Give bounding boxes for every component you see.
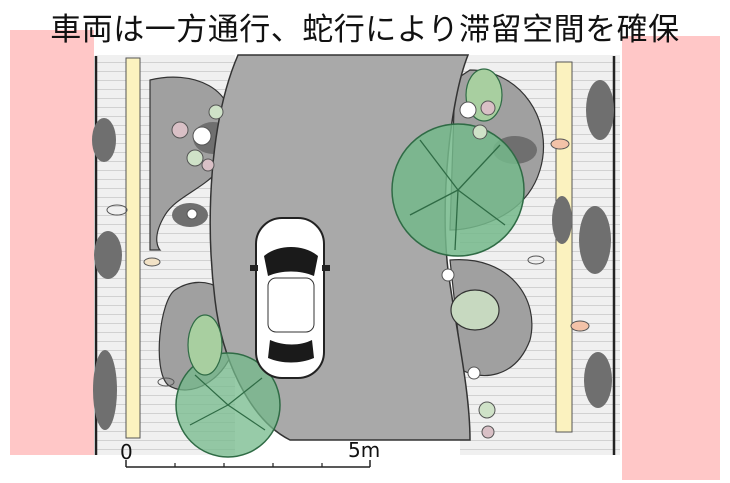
stone bbox=[94, 231, 122, 279]
tree-canopy-lower-left bbox=[175, 352, 281, 458]
bench-object bbox=[143, 257, 161, 267]
stone bbox=[579, 206, 611, 274]
bench-object bbox=[570, 320, 590, 332]
flower-plant bbox=[480, 100, 496, 116]
bicycle bbox=[157, 377, 175, 387]
flower-plant bbox=[441, 268, 455, 282]
stone bbox=[584, 352, 612, 408]
tree-canopy-upper-right bbox=[391, 123, 525, 257]
left-building-block bbox=[10, 30, 94, 455]
scale-start-label: 0 bbox=[120, 440, 133, 464]
shrub-right bbox=[450, 289, 500, 331]
right-curb-strip bbox=[555, 61, 573, 433]
stone bbox=[552, 196, 572, 244]
bicycle bbox=[527, 255, 545, 265]
flower-plant bbox=[171, 121, 189, 139]
flower-plant bbox=[467, 366, 481, 380]
shrub-left bbox=[187, 314, 223, 376]
flower-plant bbox=[186, 208, 198, 220]
scale-end-label: 5m bbox=[348, 438, 381, 462]
flower-plant bbox=[186, 149, 204, 167]
flower-plant bbox=[459, 101, 477, 119]
flower-plant bbox=[478, 401, 496, 419]
flower-plant bbox=[208, 104, 224, 120]
stone bbox=[92, 118, 116, 162]
flower-plant bbox=[201, 158, 215, 172]
scale-bar bbox=[125, 460, 371, 468]
right-building-block bbox=[622, 36, 720, 480]
stone bbox=[93, 350, 117, 430]
flower-plant bbox=[192, 126, 212, 146]
bicycle bbox=[106, 204, 128, 216]
flower-plant bbox=[481, 425, 495, 439]
bench-object bbox=[550, 138, 570, 150]
car bbox=[250, 217, 330, 379]
flower-plant bbox=[472, 124, 488, 140]
diagram-title: 車両は一方通行、蛇行により滞留空間を確保 bbox=[50, 12, 680, 48]
left-curb-strip bbox=[125, 57, 141, 439]
stone bbox=[586, 80, 614, 140]
